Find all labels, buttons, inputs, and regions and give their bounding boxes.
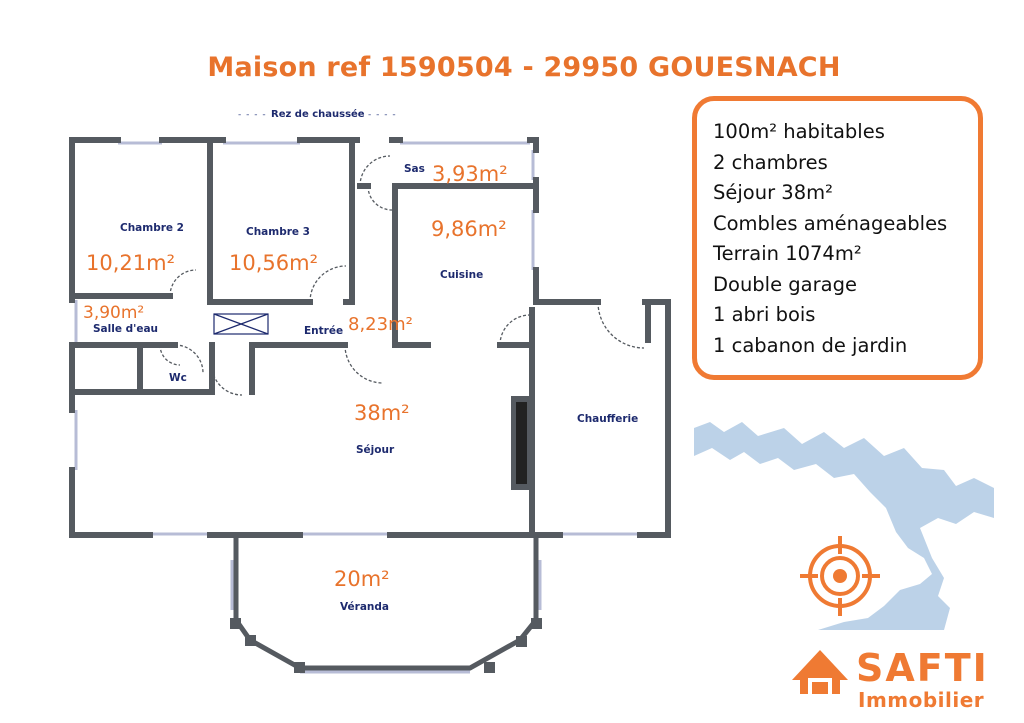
- room-name-chambre-2: Chambre 2: [120, 222, 184, 234]
- map-land-north: [694, 408, 994, 488]
- brand-name: SAFTI: [856, 646, 989, 690]
- room-name-entree: Entrée: [304, 325, 343, 337]
- feature-item: Terrain 1074m²: [713, 242, 862, 265]
- feature-item: Séjour 38m²: [713, 181, 833, 204]
- feature-item: 1 abri bois: [713, 303, 816, 326]
- room-area-cuisine: 9,86m²: [431, 217, 507, 241]
- feature-item: 100m² habitables: [713, 120, 885, 143]
- feature-item: 2 chambres: [713, 150, 828, 174]
- door-swings: [159, 155, 645, 396]
- room-area-salle-deau: 3,90m²: [83, 303, 144, 323]
- room-name-chambre-3: Chambre 3: [246, 226, 310, 238]
- room-name-wc: Wc: [169, 372, 187, 384]
- features-list: 100m² habitables 2 chambres Séjour 38m² …: [697, 101, 978, 361]
- map-land-south: [694, 448, 932, 630]
- room-area-sejour: 38m²: [354, 401, 410, 425]
- location-target-icon: [800, 536, 880, 616]
- level-dashes-right: - - - -: [368, 110, 397, 120]
- floor-plan: - - - - Rez de chaussée - - - -: [69, 108, 671, 674]
- room-area-chambre-2: 10,21m²: [86, 251, 175, 275]
- map-land-east: [920, 512, 994, 630]
- page-title: Maison ref 1590504 - 29950 GOUESNACH: [207, 52, 841, 83]
- feature-item: 1 cabanon de jardin: [713, 333, 908, 357]
- features-box: 100m² habitables 2 chambres Séjour 38m² …: [692, 96, 983, 380]
- windows: [74, 141, 640, 674]
- technical-box: [213, 313, 269, 335]
- room-name-veranda: Véranda: [340, 601, 389, 613]
- level-label: Rez de chaussée: [271, 108, 365, 120]
- chimney-inner: [516, 402, 527, 484]
- room-area-entree: 8,23m²: [348, 314, 413, 335]
- house-logo-icon: [792, 650, 848, 694]
- room-area-veranda: 20m²: [334, 567, 390, 591]
- room-name-salle-deau: Salle d'eau: [93, 323, 158, 335]
- level-dashes-left: - - - -: [238, 110, 267, 120]
- feature-item: Combles aménageables: [713, 211, 948, 235]
- location-map: [694, 408, 994, 630]
- room-name-sejour: Séjour: [356, 444, 395, 456]
- feature-item: Double garage: [713, 272, 857, 296]
- room-area-sas: 3,93m²: [432, 162, 508, 186]
- brand-subtitle: Immobilier: [858, 688, 985, 712]
- room-name-cuisine: Cuisine: [440, 269, 483, 281]
- walls: [69, 137, 671, 538]
- room-name-chaufferie: Chaufferie: [577, 413, 638, 425]
- veranda-posts: [230, 618, 542, 673]
- brand-logo: [792, 650, 848, 694]
- room-name-sas: Sas: [404, 163, 425, 175]
- room-area-chambre-3: 10,56m²: [229, 251, 318, 275]
